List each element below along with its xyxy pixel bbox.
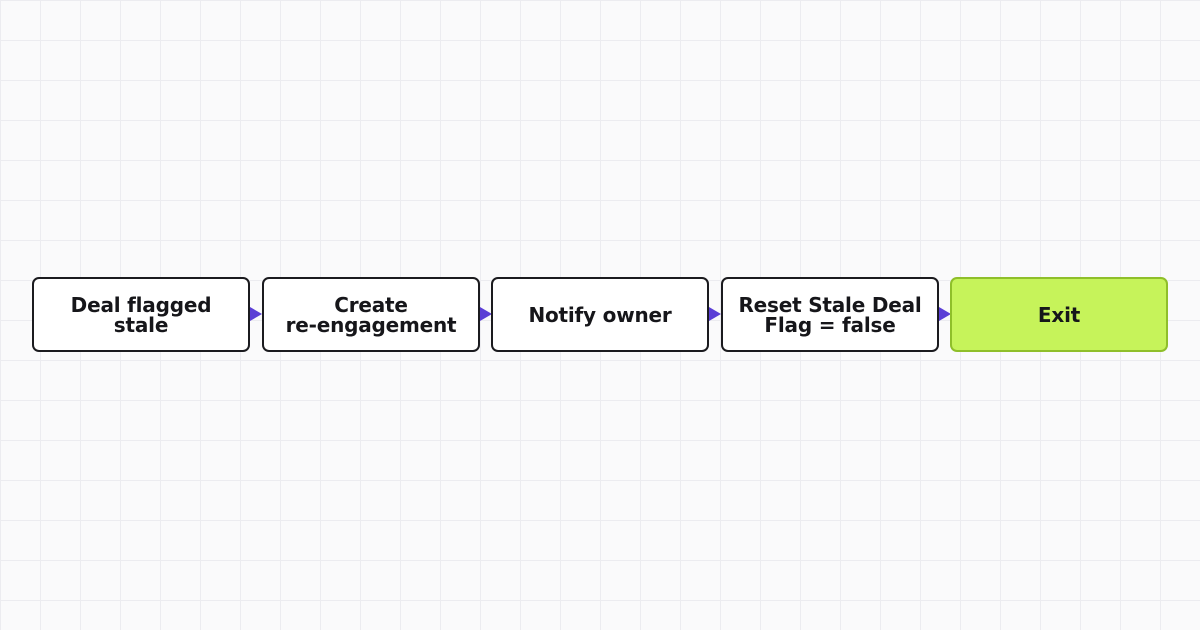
connector-arrow-icon: [939, 307, 951, 321]
flow-node-reset-stale-deal-flag[interactable]: Reset Stale Deal Flag = false: [721, 277, 939, 352]
flow-node-label: Reset Stale Deal Flag = false: [738, 292, 922, 337]
flow-node-label: Create re-engagement: [285, 292, 457, 337]
flow-node-create-re-engagement[interactable]: Create re-engagement: [262, 277, 480, 352]
connector-arrow-icon: [480, 307, 492, 321]
connector-arrow-icon: [250, 307, 262, 321]
flow-node-deal-flagged-stale[interactable]: Deal flagged stale: [32, 277, 250, 352]
flow-node-label: Deal flagged stale: [70, 292, 212, 337]
flow-node-notify-owner[interactable]: Notify owner: [491, 277, 709, 352]
flow-node-label: Exit: [1037, 302, 1081, 327]
flow-node-label: Notify owner: [528, 302, 672, 327]
connector-arrow-icon: [709, 307, 721, 321]
flow-node-exit[interactable]: Exit: [950, 277, 1168, 352]
